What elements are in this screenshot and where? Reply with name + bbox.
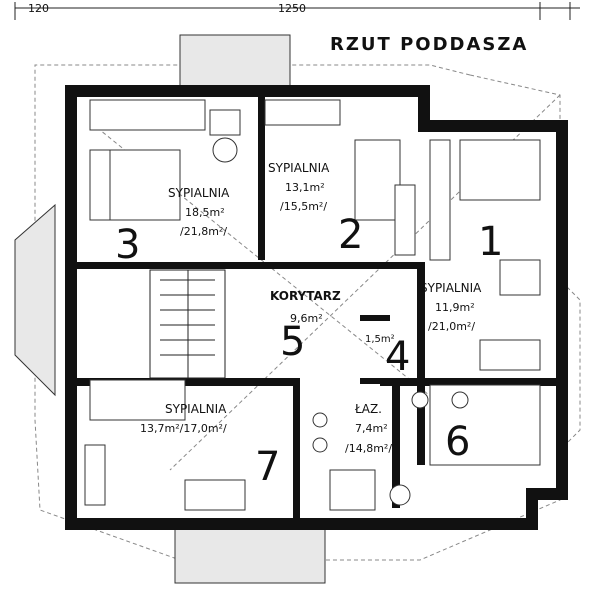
- room-6-number: 6: [445, 419, 470, 465]
- room-2-area-total: /15,5m²/: [280, 200, 327, 213]
- room-3-number: 3: [115, 222, 140, 268]
- room-3-area-total: /21,8m²/: [180, 225, 227, 238]
- room-7-area: 13,7m²/17,0m²/: [140, 422, 227, 435]
- dimension-main: 1250: [278, 2, 306, 15]
- dimension-left: 120: [28, 2, 49, 15]
- room-1-name: SYPIALNIA: [420, 281, 482, 295]
- room-5-name: KORYTARZ: [270, 289, 341, 303]
- room-7-name: SYPIALNIA: [165, 402, 227, 416]
- room-6-name: ŁAZ.: [354, 402, 382, 416]
- bay-window: [14, 203, 56, 397]
- room-7-number: 7: [255, 444, 280, 490]
- room-4-number: 4: [385, 334, 410, 380]
- room-1-area-total: /21,0m²/: [428, 320, 475, 333]
- room-2-name: SYPIALNIA: [268, 161, 330, 175]
- room-6-area: 7,4m²: [355, 422, 388, 435]
- balcony-bottom: [174, 527, 326, 584]
- room-5-number: 5: [280, 319, 305, 365]
- room-4-area: 1,5m²: [365, 334, 395, 345]
- furniture: [84, 99, 541, 511]
- room-6-area-total: /14,8m²/: [345, 442, 392, 455]
- room-2-area: 13,1m²: [285, 181, 325, 194]
- dimension-line: [14, 2, 580, 20]
- balcony-top: [179, 34, 291, 91]
- staircase: [149, 269, 226, 379]
- room-3-name: SYPIALNIA: [168, 186, 230, 200]
- room-3-area: 18,5m²: [185, 206, 225, 219]
- outer-walls: [65, 85, 568, 530]
- room-2-number: 2: [338, 212, 363, 258]
- room-1-area: 11,9m²: [435, 301, 475, 314]
- room-1-number: 1: [478, 219, 503, 265]
- plan-title: RZUT PODDASZA: [330, 34, 528, 55]
- room-5-area: 9,6m²: [290, 312, 323, 325]
